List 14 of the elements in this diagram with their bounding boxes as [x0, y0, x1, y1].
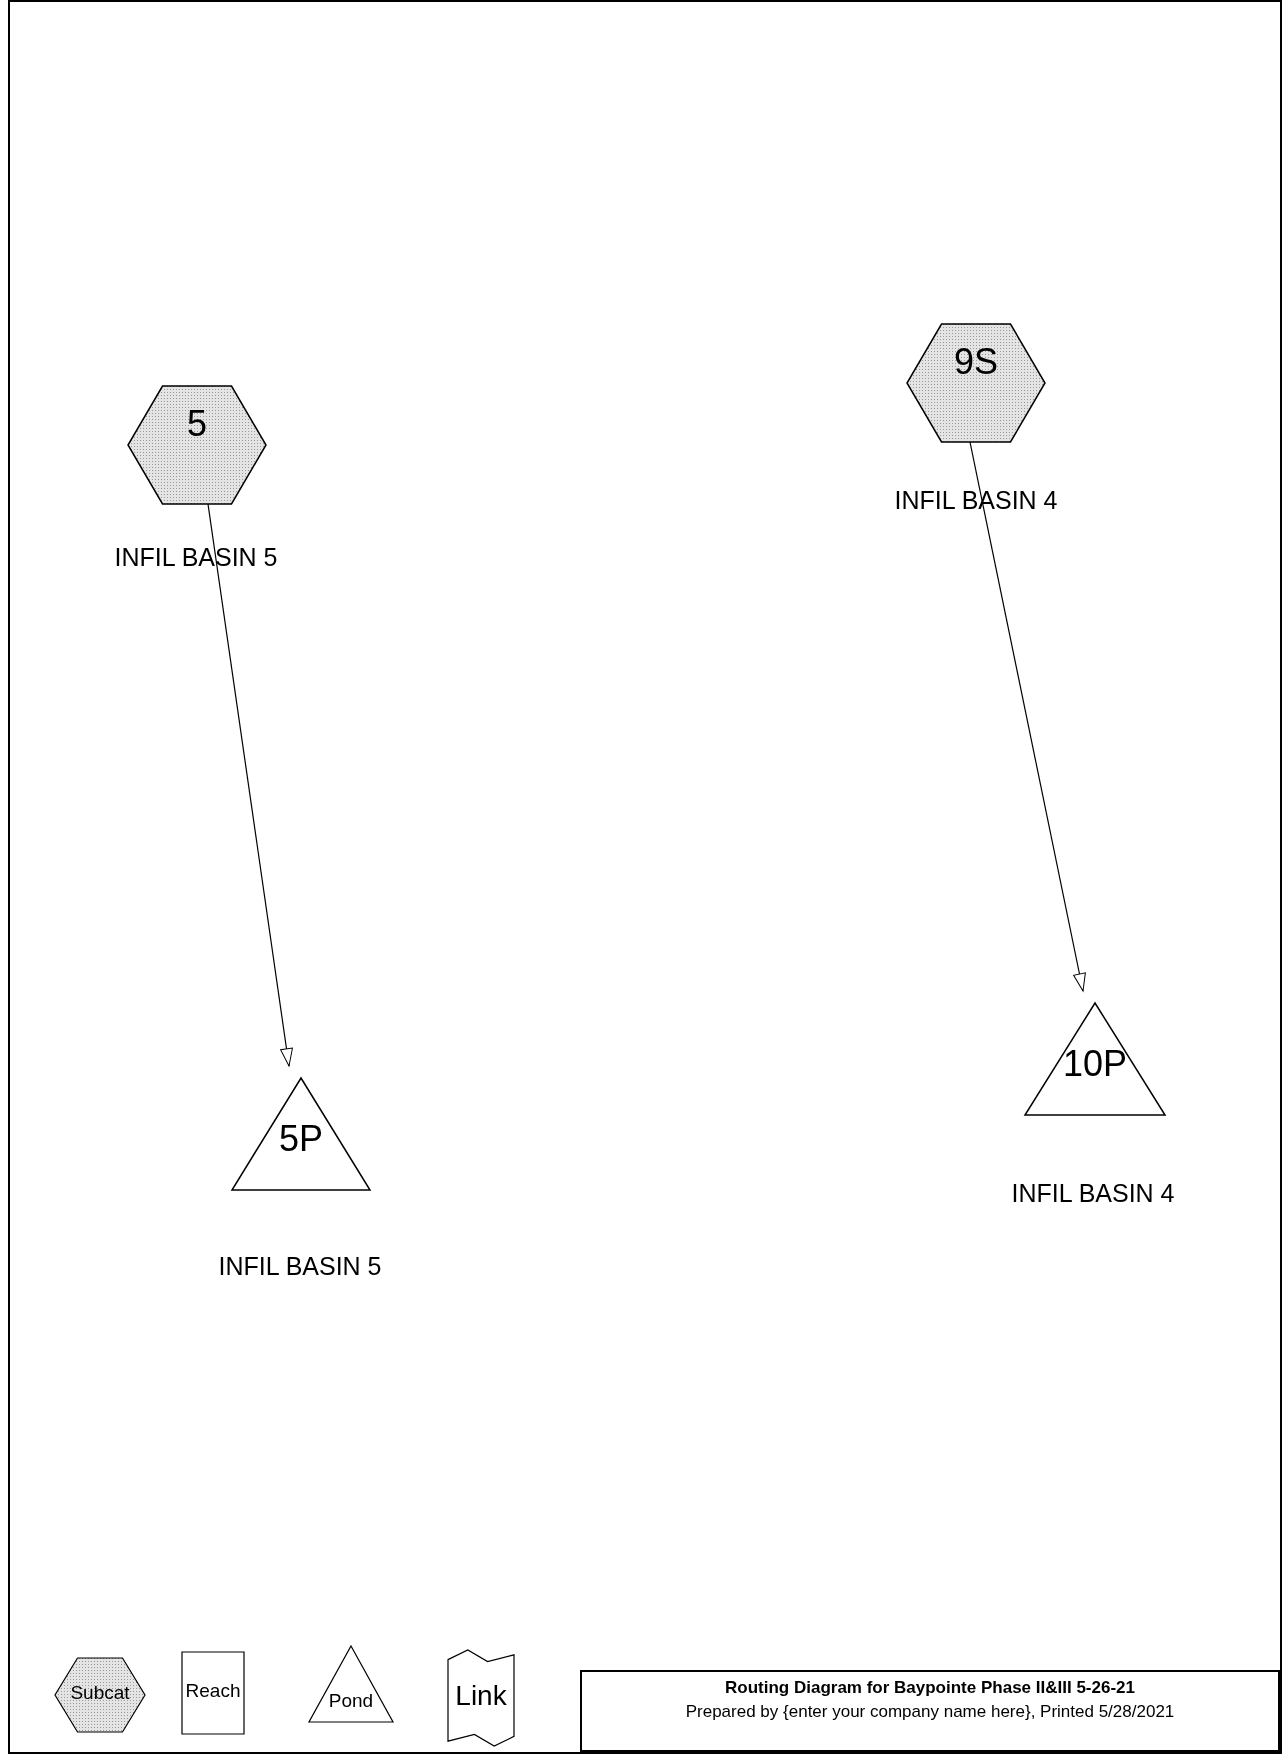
node-id: 10P	[1061, 1043, 1129, 1085]
node-id: 5	[186, 403, 208, 445]
flow-arrow	[207, 503, 293, 1067]
legend-text: Pond	[327, 1690, 375, 1712]
legend-text: Reach	[184, 1680, 242, 1702]
flow-arrow	[969, 441, 1086, 992]
legend-text: Link	[454, 1680, 508, 1712]
node-caption: INFIL BASIN 4	[1011, 1179, 1175, 1208]
legend-text: Subcat	[69, 1682, 131, 1704]
prepared-by-note: Prepared by {enter your company name here}, Printed 5/28/2021	[684, 1702, 1176, 1722]
node-id: 5P	[277, 1118, 324, 1160]
node-caption: INFIL BASIN 5	[218, 1252, 382, 1281]
node-id: 9S	[952, 341, 999, 383]
diagram-title: Routing Diagram for Baypointe Phase II&III 5-26-21	[724, 1678, 1136, 1698]
